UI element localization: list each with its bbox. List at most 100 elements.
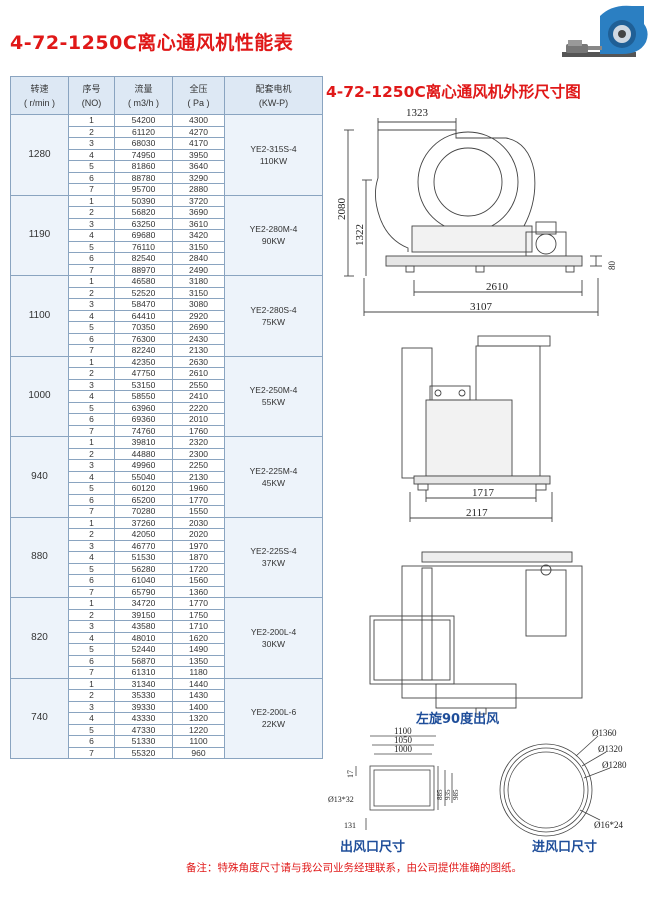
motor-power: 55KW (261, 397, 286, 408)
pressure-cell: 1360 (172, 585, 225, 598)
pressure-cell: 2430 (172, 332, 225, 345)
no-cell: 3 (68, 217, 115, 230)
dim-side-base-total: 3107 (470, 301, 493, 313)
dim-inlet-d2: Ø1320 (598, 744, 623, 754)
no-cell: 1 (68, 355, 115, 368)
pressure-cell: 2880 (172, 183, 225, 196)
pressure-cell: 1220 (172, 723, 225, 736)
no-cell: 4 (68, 631, 115, 644)
pressure-cell: 1350 (172, 654, 225, 667)
dim-inlet-d1: Ø1360 (592, 728, 617, 738)
no-cell: 7 (68, 424, 115, 437)
performance-table: 转速( r/min )序号(NO)流量( m3/h )全压( Pa )配套电机(… (10, 76, 323, 759)
no-cell: 3 (68, 539, 115, 552)
column-header-unit: ( Pa ) (187, 97, 210, 108)
motor-model: YE2-250M-4 (249, 385, 298, 396)
motor-power: 37KW (261, 558, 286, 569)
pressure-cell: 3640 (172, 160, 225, 173)
pressure-cell: 1750 (172, 608, 225, 621)
pressure-cell: 1440 (172, 677, 225, 690)
pressure-cell: 2030 (172, 516, 225, 529)
no-cell: 6 (68, 413, 115, 426)
flow-cell: 69680 (114, 229, 173, 242)
pressure-cell: 2410 (172, 390, 225, 403)
pressure-cell: 3950 (172, 148, 225, 161)
no-cell: 5 (68, 321, 115, 334)
flow-cell: 76110 (114, 240, 173, 253)
flow-cell: 82240 (114, 344, 173, 357)
column-header-name: 配套电机 (255, 83, 292, 94)
pressure-cell: 2920 (172, 309, 225, 322)
pressure-cell: 2300 (172, 447, 225, 460)
flow-cell: 65200 (114, 493, 173, 506)
dim-outlet-v3: 985 (452, 789, 460, 800)
dim-outlet-holes: Ø13*32 (328, 795, 354, 804)
dim-side-top: 1323 (406, 107, 429, 119)
flow-cell: 43330 (114, 712, 173, 725)
no-cell: 1 (68, 597, 115, 610)
dim-outlet-d3: 1000 (394, 744, 413, 754)
motor-model: YE2-225S-4 (250, 546, 297, 557)
no-cell: 3 (68, 700, 115, 713)
pressure-cell: 2130 (172, 470, 225, 483)
flow-cell: 48010 (114, 631, 173, 644)
no-cell: 5 (68, 643, 115, 656)
speed-cell: 940 (10, 436, 69, 518)
dim-inlet-d3: Ø1280 (602, 760, 627, 770)
no-cell: 3 (68, 137, 115, 150)
flow-cell: 76300 (114, 332, 173, 345)
no-cell: 7 (68, 746, 115, 759)
flow-cell: 58470 (114, 298, 173, 311)
dim-side-base-inner: 2610 (486, 281, 509, 293)
pressure-cell: 2010 (172, 413, 225, 426)
pressure-cell: 2550 (172, 378, 225, 391)
no-cell: 5 (68, 401, 115, 414)
no-cell: 7 (68, 263, 115, 276)
column-header: 全压( Pa ) (172, 76, 225, 115)
speed-cell: 820 (10, 597, 69, 679)
pressure-cell: 3610 (172, 217, 225, 230)
no-cell: 4 (68, 309, 115, 322)
pressure-cell: 4170 (172, 137, 225, 150)
flow-cell: 56280 (114, 562, 173, 575)
pressure-cell: 3180 (172, 275, 225, 288)
dim-outlet-v2: 935 (444, 789, 452, 800)
flow-cell: 56870 (114, 654, 173, 667)
pressure-cell: 4270 (172, 125, 225, 138)
flow-cell: 61040 (114, 574, 173, 587)
flow-cell: 35330 (114, 689, 173, 702)
column-header: 序号(NO) (68, 76, 115, 115)
pressure-cell: 2130 (172, 344, 225, 357)
flow-cell: 74950 (114, 148, 173, 161)
no-cell: 6 (68, 252, 115, 265)
no-cell: 1 (68, 677, 115, 690)
flow-cell: 88970 (114, 263, 173, 276)
no-cell: 7 (68, 183, 115, 196)
outlet-detail (355, 735, 453, 830)
no-cell: 6 (68, 574, 115, 587)
